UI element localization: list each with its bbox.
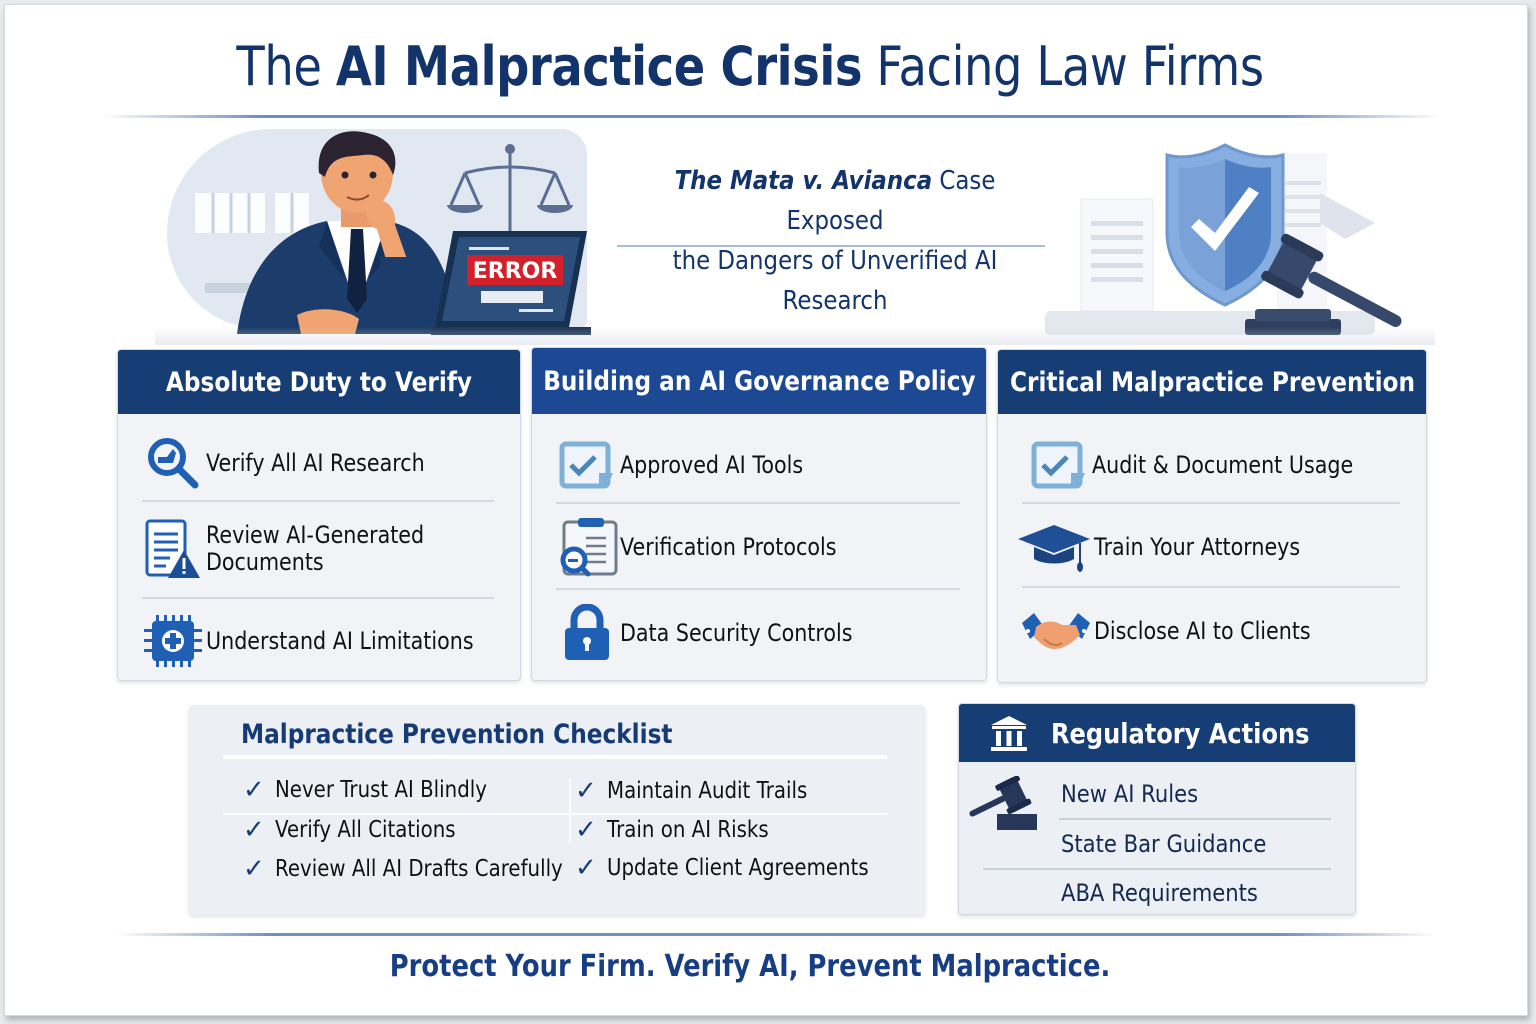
list-item-audit-usage: Audit & Document Usage — [1026, 434, 1402, 496]
check-icon: ✓ — [243, 775, 265, 805]
list-item-train-attorneys: Train Your Attorneys — [1014, 516, 1402, 578]
ai-chip-icon — [140, 610, 206, 672]
check-icon: ✓ — [575, 853, 597, 883]
error-text: ERROR — [473, 259, 558, 284]
gavel-icon — [969, 776, 1037, 830]
hero-subtitle: The Mata v. Avianca Case Exposed the Dan… — [624, 161, 1046, 321]
scales-of-justice-icon — [447, 144, 573, 233]
check-icon: ✓ — [575, 776, 597, 806]
subtitle-divider — [617, 245, 1045, 247]
card-governance-policy: Building an AI Governance Policy Approve… — [531, 347, 987, 681]
card-malpractice-prevention: Critical Malpractice Prevention Audit & … — [997, 349, 1427, 683]
footer-divider — [115, 933, 1435, 936]
hero-floor-shadow — [155, 327, 1435, 345]
clipboard-search-icon — [554, 516, 620, 578]
hero-subtitle-line2: the Dangers of Unverified AI Research — [672, 246, 998, 316]
document-warning-icon — [140, 518, 206, 580]
row-divider — [223, 813, 569, 815]
regulatory-actions-panel: Regulatory Actions New AI Rules State Ba… — [958, 703, 1356, 915]
error-banner — [467, 255, 563, 285]
list-item-ai-limitations: Understand AI Limitations — [140, 610, 496, 672]
checklist-title-rule — [223, 755, 887, 759]
check-icon: ✓ — [243, 815, 265, 845]
divider — [1059, 818, 1331, 820]
shield-gavel-illustration — [1045, 143, 1402, 335]
hero-banner: ERROR The Mata v. Avianca Case Exposed t… — [155, 123, 1435, 345]
divider — [1022, 502, 1400, 504]
prevention-checklist: Malpractice Prevention Checklist ✓Never … — [189, 705, 925, 915]
footer-tagline: Protect Your Firm. Verify AI, Prevent Ma… — [389, 949, 1111, 984]
row-divider — [571, 813, 887, 815]
divider — [556, 502, 960, 504]
courthouse-icon — [991, 716, 1027, 751]
checklist-item: ✓Never Trust AI Blindly — [243, 775, 487, 805]
checkbox-icon — [554, 434, 620, 496]
regulatory-header: Regulatory Actions — [959, 704, 1355, 762]
checklist-title: Malpractice Prevention Checklist — [241, 719, 673, 750]
regulatory-item: State Bar Guidance — [1061, 830, 1267, 858]
list-item-disclose-ai: Disclose AI to Clients — [1018, 600, 1402, 662]
divider — [142, 500, 494, 502]
card-header: Absolute Duty to Verify — [118, 350, 520, 414]
hero-subtitle-line1: The Mata v. Avianca Case Exposed — [674, 166, 996, 236]
card-absolute-duty: Absolute Duty to Verify Verify All AI Re… — [117, 349, 521, 681]
case-name: Mata v. Avianca — [729, 166, 933, 196]
column-divider — [569, 779, 571, 843]
padlock-icon — [554, 602, 620, 664]
magnifier-icon — [140, 432, 206, 494]
list-item-verify-research: Verify All AI Research — [140, 432, 496, 494]
divider — [1022, 586, 1400, 588]
divider — [142, 597, 494, 599]
page-title: The AI Malpractice Crisis Facing Law Fir… — [236, 35, 1264, 98]
title-emphasis: AI Malpractice Crisis — [335, 35, 863, 98]
divider — [556, 588, 960, 590]
divider — [983, 868, 1331, 870]
infographic-page: The AI Malpractice Crisis Facing Law Fir… — [4, 4, 1528, 1016]
card-header: Building an AI Governance Policy — [532, 348, 986, 414]
checklist-item: ✓Review All AI Drafts Carefully — [243, 854, 563, 884]
list-item-verification-protocols: Verification Protocols — [554, 516, 962, 578]
checklist-item: ✓Maintain Audit Trails — [575, 776, 808, 806]
check-icon: ✓ — [575, 815, 597, 845]
checklist-item: ✓Update Client Agreements — [575, 853, 869, 883]
list-item-data-security: Data Security Controls — [554, 602, 962, 664]
checklist-item: ✓Train on AI Risks — [575, 815, 769, 845]
checkbox-icon — [1026, 434, 1092, 496]
regulatory-item: ABA Requirements — [1061, 879, 1258, 907]
regulatory-item: New AI Rules — [1061, 780, 1199, 808]
list-item-approved-tools: Approved AI Tools — [554, 434, 962, 496]
handshake-icon — [1018, 600, 1094, 662]
title-divider — [101, 115, 1441, 118]
check-icon: ✓ — [243, 854, 265, 884]
laptop-icon: ERROR — [431, 231, 591, 335]
checklist-item: ✓Verify All Citations — [243, 815, 456, 845]
graduation-cap-icon — [1014, 516, 1094, 578]
card-header: Critical Malpractice Prevention — [998, 350, 1426, 414]
